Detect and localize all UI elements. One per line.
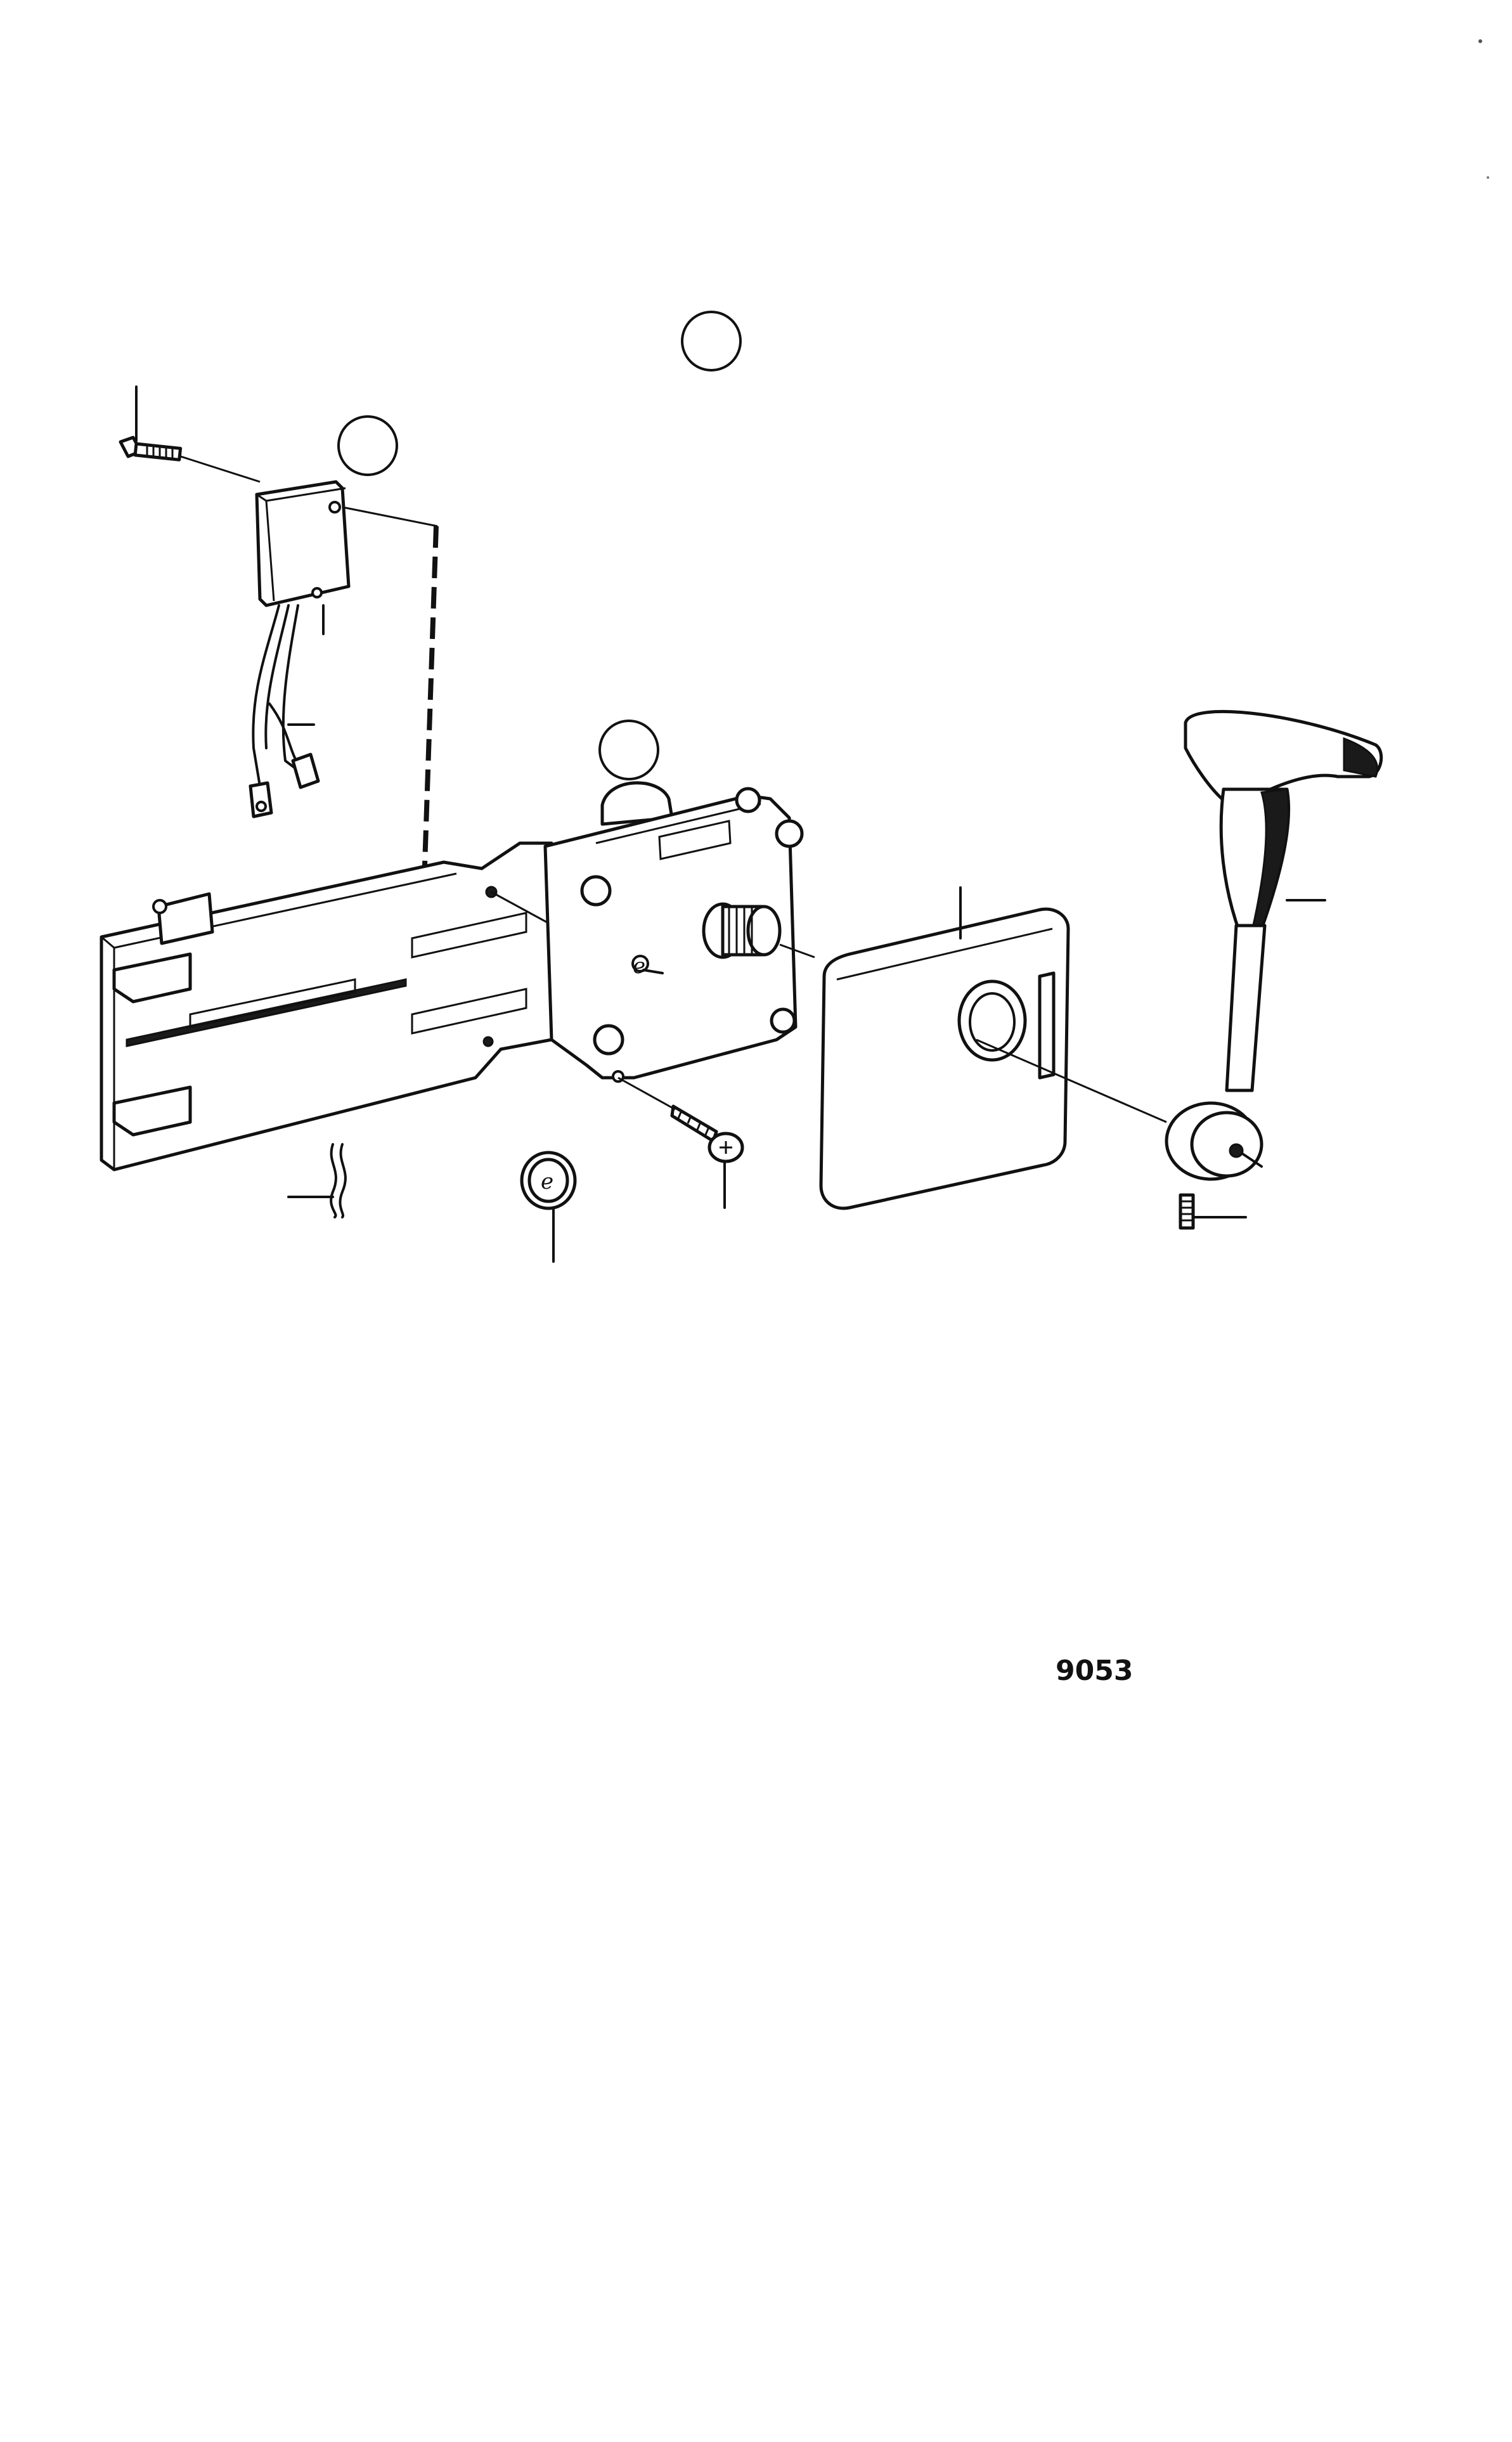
cotter-pin	[287, 1143, 347, 1218]
scan-speck-2	[1487, 176, 1489, 179]
neutral-switch	[255, 480, 438, 635]
scan-speck	[1478, 39, 1482, 43]
ref-circle-top	[681, 311, 742, 371]
assembly-line-cover	[976, 1038, 1167, 1123]
serial-mark: e	[633, 953, 645, 979]
washer-mark: e	[541, 1169, 553, 1194]
control-lever	[1165, 709, 1383, 1181]
assembly-line-shaft	[779, 943, 815, 959]
leader-lever-hub	[1241, 1153, 1263, 1168]
leader-nut	[642, 969, 664, 974]
figure-number: 9053	[1056, 1655, 1133, 1687]
assembly-line-bolt	[180, 455, 261, 483]
set-screw	[1179, 1193, 1247, 1230]
ref-circle-control	[598, 720, 659, 780]
assembly-line-switch	[342, 506, 438, 527]
mounting-bracket	[100, 841, 641, 1172]
assembly-line-wood-screw	[617, 1076, 676, 1111]
washer: e	[520, 1151, 577, 1263]
wood-screw	[617, 1076, 744, 1209]
bolt	[119, 385, 261, 483]
splined-shaft	[702, 902, 815, 959]
wiring-harness	[249, 604, 320, 818]
ref-circle-switch	[337, 415, 398, 476]
control-unit: e	[543, 781, 804, 1083]
cover-plate	[819, 886, 1167, 1210]
dashed-assembly-line	[422, 526, 439, 866]
